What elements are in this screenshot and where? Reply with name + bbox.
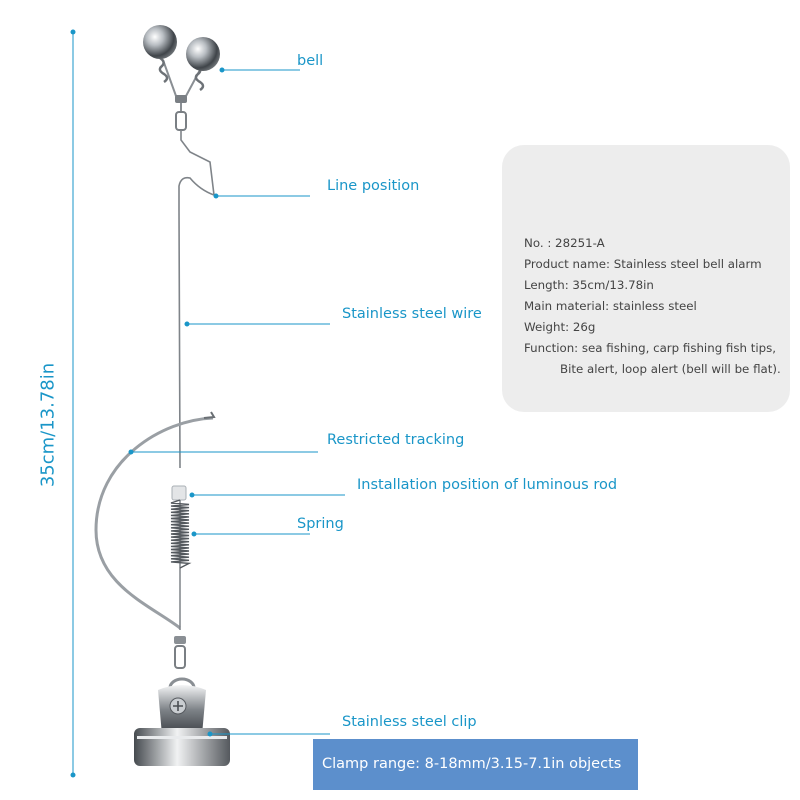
spec-material: Main material: stainless steel xyxy=(524,299,697,313)
callout-spring: Spring xyxy=(297,516,344,532)
spec-product-name: Product name: Stainless steel bell alarm xyxy=(524,257,762,271)
spec-card: No. : 28251-A Product name: Stainless st… xyxy=(502,145,790,412)
steel-clip-graphic xyxy=(134,677,230,766)
dimension-line xyxy=(70,29,76,778)
callout-line-position: Line position xyxy=(327,178,420,194)
spring-assembly xyxy=(170,485,192,630)
spec-function-continued: Bite alert, loop alert (bell will be fla… xyxy=(560,362,781,376)
bell-right xyxy=(186,37,220,71)
leader-lines xyxy=(128,67,345,737)
spec-length: Length: 35cm/13.78in xyxy=(524,278,654,292)
clamp-range-banner: Clamp range: 8-18mm/3.15-7.1in objects xyxy=(313,739,638,790)
length-dimension-label: 35cm/13.78in xyxy=(37,362,59,488)
callout-stainless-wire: Stainless steel wire xyxy=(342,306,482,322)
callout-bell: bell xyxy=(297,53,324,69)
clamp-range-text: Clamp range: 8-18mm/3.15-7.1in objects xyxy=(322,756,622,772)
callout-stainless-clip: Stainless steel clip xyxy=(342,714,477,730)
swivel xyxy=(174,636,186,669)
tracking-arc xyxy=(94,416,214,630)
callout-luminous-rod: Installation position of luminous rod xyxy=(357,477,618,493)
spec-weight: Weight: 26g xyxy=(524,320,596,334)
bell-assembly xyxy=(143,25,220,131)
spec-function: Function: sea fishing, carp fishing fish… xyxy=(524,341,777,355)
bell-left xyxy=(143,25,177,59)
callout-restricted-tracking: Restricted tracking xyxy=(327,432,465,448)
spec-number: No. : 28251-A xyxy=(524,236,605,250)
